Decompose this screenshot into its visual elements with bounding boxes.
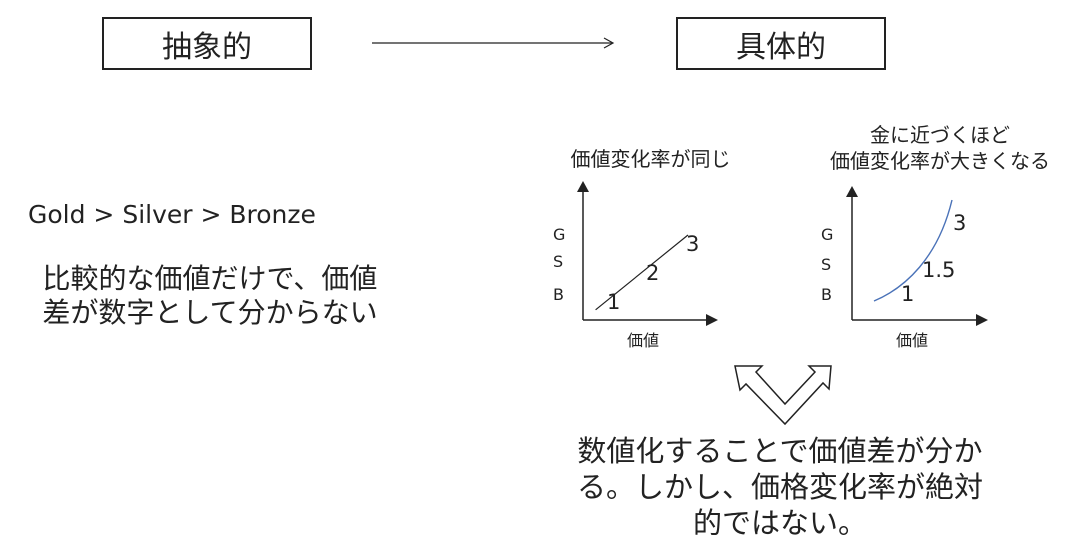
concrete-box: 具体的	[676, 17, 886, 70]
chart1-x-arrowhead	[706, 314, 718, 326]
chart-curve: G S B 1 1.5 3 価値	[821, 186, 988, 350]
chart1-xlabel: 価値	[627, 331, 659, 350]
chart2-title-line-2: 価値変化率が大きくなる	[830, 149, 1050, 173]
chart2-x-arrowhead	[976, 314, 988, 326]
chart1-ytick-b: B	[553, 285, 564, 304]
chart2-series-curve	[873, 199, 953, 302]
right-arrow-icon	[372, 37, 615, 49]
bottom-note: 数値化することで価値差が分かる。しかし、価格変化率が絶対的ではない。	[576, 434, 983, 540]
chart1-point-label-2: 2	[646, 261, 659, 285]
left-note: 比較的な価値だけで、価値差が数字として分からない	[42, 262, 378, 329]
abstract-label: 抽象的	[162, 29, 252, 65]
chart2-ytick-g: G	[821, 225, 833, 244]
chart2-ytick-b: B	[821, 285, 832, 304]
chart2-point-label-1: 1	[901, 282, 914, 306]
chart1-series-line	[595, 234, 689, 311]
chart1-point-label-3: 3	[686, 232, 699, 256]
medal-ranking: Gold > Silver > Bronze	[28, 200, 316, 229]
chart2-xlabel: 価値	[896, 331, 928, 350]
abstract-box: 抽象的	[102, 17, 312, 70]
chart2-y-arrowhead	[846, 186, 858, 197]
chart1-point-label-1: 1	[607, 290, 620, 314]
chart2-point-label-3: 3	[953, 211, 966, 235]
chart1-y-arrowhead	[577, 181, 589, 192]
chart1-ytick-s: S	[553, 252, 563, 271]
chart2-title: 金に近づくほど 価値変化率が大きくなる	[790, 122, 1084, 174]
concrete-label: 具体的	[736, 29, 826, 65]
chart1-title: 価値変化率が同じ	[570, 147, 731, 171]
chart2-point-label-1-5: 1.5	[922, 258, 955, 282]
chart-linear: G S B 1 2 3 価値	[553, 181, 718, 350]
chart1-ytick-g: G	[553, 225, 565, 244]
chart2-title-line-1: 金に近づくほど	[870, 123, 1010, 147]
chart2-ytick-s: S	[821, 255, 831, 274]
double-arrow-icon	[734, 365, 832, 426]
